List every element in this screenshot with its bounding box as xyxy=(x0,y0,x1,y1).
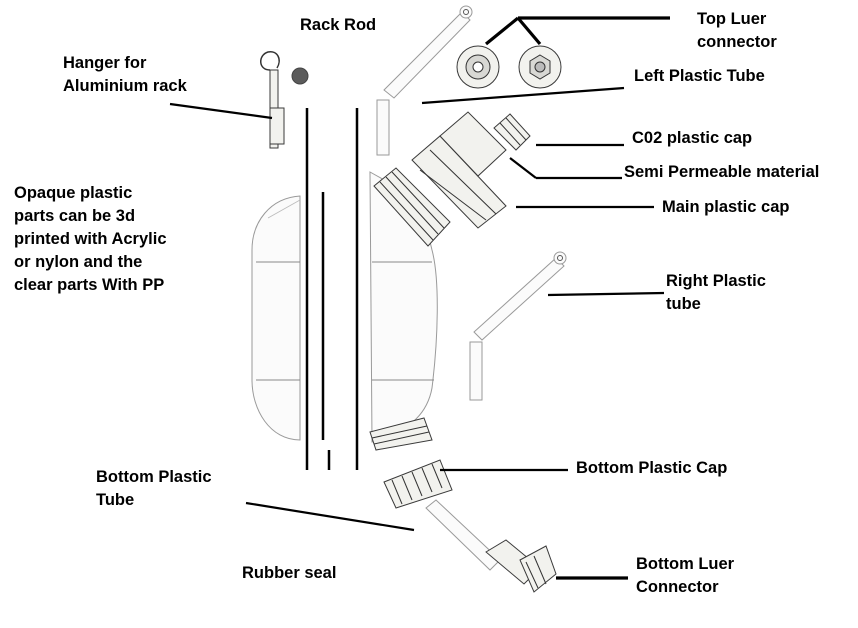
bag-left-half xyxy=(251,195,301,441)
label-bottom-cap: Bottom Plastic Cap xyxy=(576,459,728,477)
rack-rod xyxy=(291,67,309,85)
rubber-seal xyxy=(305,108,359,470)
label-hanger-line2: Aluminium rack xyxy=(63,77,187,95)
label-hanger-line1: Hanger for xyxy=(63,54,147,72)
bottom-plastic-cap xyxy=(383,459,453,509)
label-co2-cap: C02 plastic cap xyxy=(632,129,753,147)
label-main-cap: Main plastic cap xyxy=(662,198,790,216)
bag-right-half xyxy=(369,167,451,451)
label-bottom-tube-line2: Tube xyxy=(96,491,135,509)
leader-top-luer-a xyxy=(484,16,520,46)
label-bottom-luer: Bottom Luer Connector xyxy=(636,553,734,599)
label-bottom-tube-line1: Bottom Plastic xyxy=(96,468,212,486)
co2-plastic-cap xyxy=(493,113,531,151)
leader-right-tube xyxy=(547,291,665,297)
label-hanger: Hanger for Aluminium rack xyxy=(63,52,187,98)
label-top-luer: Top Luer connector xyxy=(697,8,777,54)
label-semi-permeable: Semi Permeable material xyxy=(624,163,820,181)
top-thread xyxy=(373,167,451,247)
leader-semi-permeable-a xyxy=(509,157,537,179)
label-top-luer-line2: connector xyxy=(697,33,777,51)
label-bottom-tube: Bottom Plastic Tube xyxy=(96,466,212,512)
label-right-tube: Right Plastic tube xyxy=(666,270,766,316)
main-plastic-cap xyxy=(411,111,507,229)
leader-hanger xyxy=(169,102,273,120)
bottom-luer-connector xyxy=(485,539,557,593)
leader-left-tube xyxy=(421,86,625,105)
bottom-thread xyxy=(369,417,433,451)
note-line3: printed with Acrylic xyxy=(14,230,167,248)
label-rack-rod: Rack Rod xyxy=(300,16,377,34)
label-right-tube-line2: tube xyxy=(666,295,701,313)
hanger xyxy=(260,51,285,149)
note-line5: clear parts With PP xyxy=(14,276,165,294)
note-line4: or nylon and the xyxy=(14,253,143,271)
top-luer-connector-left xyxy=(456,45,500,89)
top-luer-connector-right xyxy=(518,45,562,89)
label-bottom-luer-line2: Connector xyxy=(636,578,719,596)
leader-top-luer-b xyxy=(516,16,542,46)
note-line1: Opaque plastic xyxy=(14,184,133,202)
left-plastic-tube xyxy=(376,5,473,156)
label-left-tube: Left Plastic Tube xyxy=(634,67,765,85)
label-bottom-luer-line1: Bottom Luer xyxy=(636,555,735,573)
right-plastic-tube xyxy=(469,251,567,401)
label-right-tube-line1: Right Plastic xyxy=(666,272,766,290)
note-line2: parts can be 3d xyxy=(14,207,136,225)
leader-bottom-tube xyxy=(245,501,415,532)
label-rubber-seal: Rubber seal xyxy=(242,564,337,582)
label-top-luer-line1: Top Luer xyxy=(697,10,767,28)
leader-lines xyxy=(169,16,670,580)
note-materials: Opaque plastic parts can be 3d printed w… xyxy=(14,182,167,297)
bottom-plastic-tube xyxy=(425,499,501,571)
